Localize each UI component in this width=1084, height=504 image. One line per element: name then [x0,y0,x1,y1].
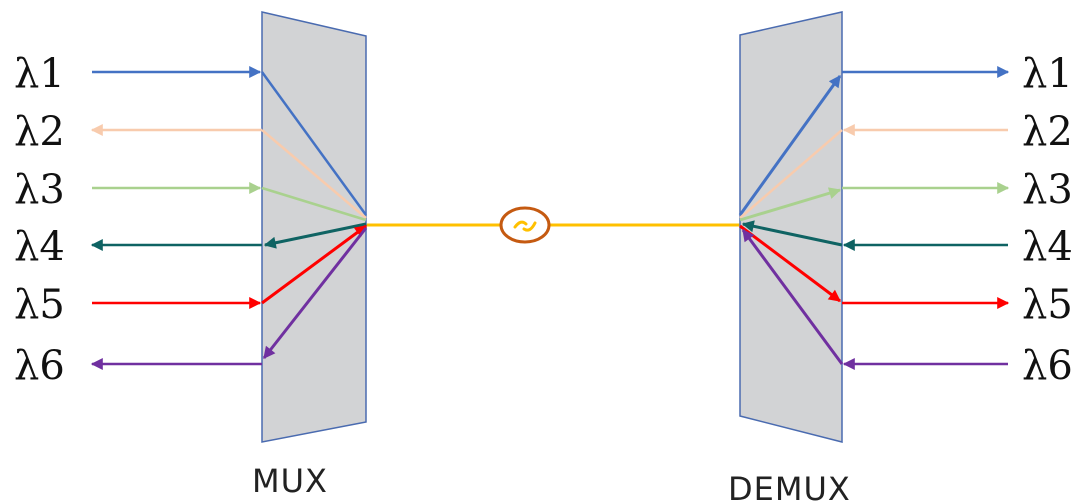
demux-label-l3: λ3 [1022,167,1073,213]
mux-l4-internal-line [263,222,367,249]
mux-label-l2: λ2 [14,109,65,155]
mux-label-l4: λ4 [14,224,65,270]
demux-lambda-labels: λ1 λ2 λ3 λ4 λ5 λ6 [1022,51,1073,389]
fiber-coupler-icon [499,206,551,244]
demux-label-l4: λ4 [1022,224,1073,270]
demux-label-l2: λ2 [1022,109,1073,155]
mux-label-l5: λ5 [14,282,65,328]
mux-channel-lines [90,66,368,370]
mux-label: MUX [252,462,328,500]
mux-label-l6: λ6 [14,343,65,389]
mux-label-l3: λ3 [14,167,65,213]
demux-l1-internal-line [738,75,842,216]
mux-l2-internal-line [261,129,367,219]
demux-label-l6: λ6 [1022,343,1073,389]
demux-l3-internal-line [739,187,842,222]
mux-block [261,11,367,443]
mux-l5-internal-line [261,224,367,305]
mux-l1-internal-line [260,71,368,216]
demux-l5-internal-line [739,224,841,303]
mux-lambda-labels: λ1 λ2 λ3 λ4 λ5 λ6 [14,51,65,389]
demux-block [739,11,843,443]
mux-l6-internal-line [262,227,368,359]
demux-channel-lines [738,66,1010,370]
mux-l3-internal-line [261,186,367,222]
demux-l2-internal-line [739,129,843,219]
demux-label-l5: λ5 [1022,282,1073,328]
demux-label-l1: λ1 [1022,51,1073,97]
demux-l4-internal-line [741,220,843,247]
mux-label-l1: λ1 [14,51,65,97]
demux-l6-internal-line [741,229,844,365]
demux-label: DEMUX [728,470,851,504]
